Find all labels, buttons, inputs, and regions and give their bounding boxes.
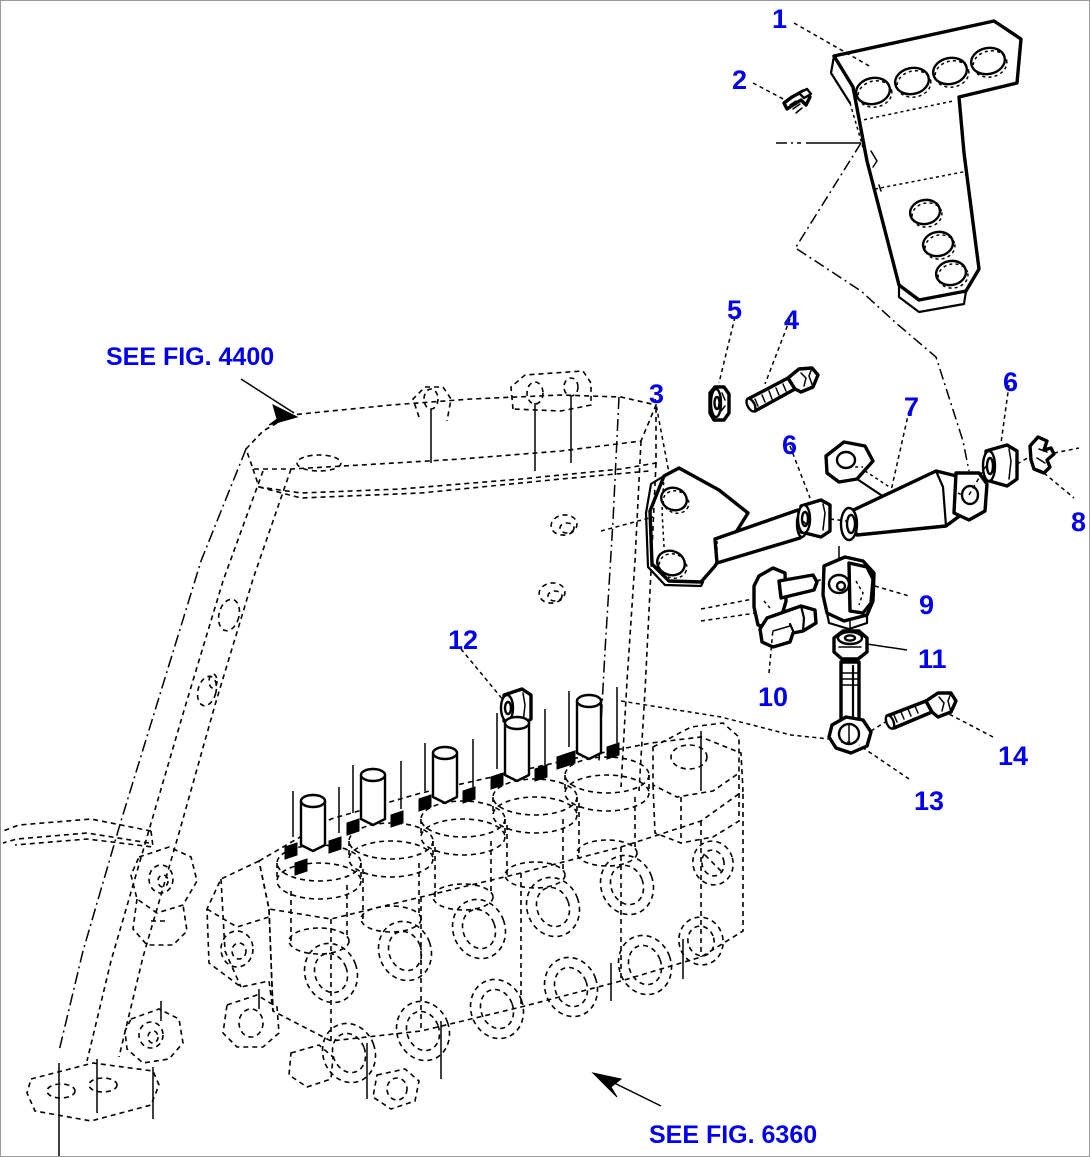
part-6-bushing-right xyxy=(981,443,1019,488)
part-6-bushing-left xyxy=(796,498,832,539)
part-14-hex-bolt xyxy=(884,691,958,730)
assembly-dash-14 xyxy=(870,720,888,732)
callout-10: 10 xyxy=(758,682,789,712)
callout-8: 8 xyxy=(1071,507,1087,537)
part-13-link-rod xyxy=(827,660,873,755)
callout-7: 7 xyxy=(904,392,920,422)
control-valve-block-phantom xyxy=(206,687,744,1110)
see-fig-4400-label: SEE FIG. 4400 xyxy=(106,343,275,371)
pedal-holes-lower xyxy=(908,198,969,289)
part-8-cotter-pin xyxy=(1028,435,1056,475)
callout-4: 4 xyxy=(784,305,800,335)
centerline-pedal-a xyxy=(795,142,862,250)
leader-3 xyxy=(654,398,670,474)
assembly-dash-10b xyxy=(700,612,757,622)
leader-3b xyxy=(600,516,654,532)
pedal-holes-upper xyxy=(854,46,1008,108)
frame-assembly-phantom xyxy=(2,370,658,1156)
valve-spool-sections xyxy=(276,687,740,955)
part-2-screw xyxy=(782,87,813,114)
part-1-pedal-pad-plate xyxy=(829,19,1023,314)
leader-8 xyxy=(1043,472,1075,499)
assembly-dash-13 xyxy=(620,700,830,740)
part-5-washer xyxy=(708,385,731,422)
part-4-hex-bolt xyxy=(745,366,820,413)
callout-6-right: 6 xyxy=(1003,367,1019,397)
valve-ports xyxy=(303,840,734,1084)
assembly-dash-left2 xyxy=(829,518,847,522)
leader-5 xyxy=(718,316,736,384)
callout-9: 9 xyxy=(919,590,935,620)
leader-9 xyxy=(874,585,910,597)
leader-2 xyxy=(752,82,788,102)
leader-6-right xyxy=(1000,384,1010,444)
callout-5: 5 xyxy=(727,295,743,325)
arrow-fig-4400 xyxy=(240,378,299,426)
leader-6-left xyxy=(789,445,811,499)
assembly-dash-right xyxy=(968,465,987,496)
leader-13 xyxy=(858,744,910,780)
callout-1: 1 xyxy=(772,4,788,34)
assembly-dash-10c xyxy=(816,578,824,582)
callout-3: 3 xyxy=(649,379,665,409)
callout-12: 12 xyxy=(448,625,479,655)
callout-6-left: 6 xyxy=(782,430,798,460)
arrow-fig-6360 xyxy=(591,1072,662,1107)
assembly-dash-left xyxy=(800,518,807,525)
callout-14: 14 xyxy=(998,741,1029,771)
part-10-cable-clamp xyxy=(752,566,819,649)
leader-7 xyxy=(890,410,910,492)
leader-14 xyxy=(948,713,994,738)
assembly-dash-10a xyxy=(700,598,754,610)
leader-11 xyxy=(866,643,908,651)
callout-2: 2 xyxy=(732,65,748,95)
callout-11: 11 xyxy=(918,644,947,674)
leader-12 xyxy=(460,648,505,702)
assembly-dash-right2 xyxy=(1016,455,1032,465)
leader-8a xyxy=(1053,447,1080,454)
part-7-pivot-sleeve xyxy=(824,440,989,542)
part-9-clevis-yoke xyxy=(821,555,876,631)
callout-13: 13 xyxy=(914,786,945,816)
part-3-bracket-arm xyxy=(644,466,809,588)
see-fig-6360-label: SEE FIG. 6360 xyxy=(649,1121,818,1149)
part-11-nut xyxy=(832,629,869,661)
centerline-pedal-b xyxy=(796,248,970,472)
valve-end-plate-left xyxy=(206,859,280,1048)
